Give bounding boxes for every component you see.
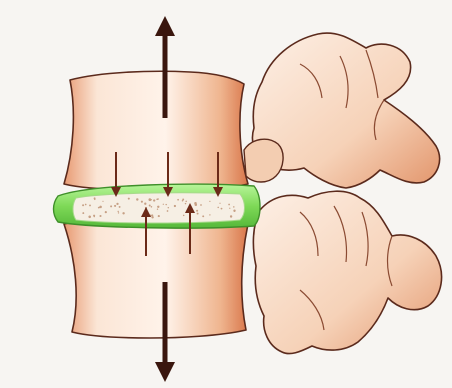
disc-dot (174, 205, 176, 207)
disc-dot (116, 203, 118, 205)
disc-dot (141, 201, 143, 203)
disc-dot (99, 215, 101, 217)
disc-dot (151, 216, 153, 218)
disc-dot (122, 212, 124, 214)
disc-dot (82, 212, 84, 214)
disc-dot (183, 215, 185, 217)
disc-dot (117, 211, 118, 212)
disc-dot (118, 212, 119, 213)
disc-dot (165, 204, 166, 205)
disc-dot (149, 198, 152, 201)
upper-vertebral-body (64, 71, 248, 190)
disc-dot (149, 205, 151, 207)
disc-dot (221, 208, 223, 210)
disc-dot (177, 199, 179, 201)
disc-dot (88, 216, 91, 219)
disc-dot (233, 206, 235, 208)
intervertebral-disc (54, 184, 261, 228)
disc-dot (85, 204, 87, 206)
disc-dot (158, 215, 160, 217)
disc-dot (156, 198, 158, 200)
disc-dot (230, 215, 232, 217)
disc-dot (94, 216, 96, 218)
disc-dot (105, 211, 107, 213)
disc-dot (102, 201, 103, 202)
disc-dot (157, 209, 158, 210)
disc-dot (110, 205, 112, 207)
lower-vertebral-body (64, 218, 248, 338)
disc-dot (144, 203, 146, 205)
disc-dot (82, 204, 84, 206)
posterior-processes (244, 33, 442, 354)
disc-dot (168, 207, 169, 208)
disc-dot (151, 214, 153, 216)
disc-dot (145, 207, 147, 209)
pedicle-connector (244, 139, 283, 182)
disc-dot (196, 210, 198, 212)
disc-dot (209, 214, 210, 215)
disc-dot (219, 203, 220, 204)
disc-dot (99, 206, 102, 209)
disc-dot (89, 204, 91, 206)
disc-dot (98, 207, 100, 209)
disc-dot (229, 208, 230, 209)
disc-dot (94, 199, 95, 200)
disc-dot (182, 200, 184, 202)
disc-dot (228, 204, 230, 206)
lower-spinous-process (253, 191, 441, 353)
disc-dot (149, 214, 151, 216)
disc-dot (136, 198, 138, 200)
disc-dot (151, 206, 153, 208)
disc-dot (234, 210, 235, 211)
disc-dot (195, 204, 198, 207)
disc-dot (192, 210, 194, 212)
disc-dot (200, 204, 202, 206)
disc-dot (157, 206, 159, 208)
disc-dot (202, 215, 204, 217)
disc-dot (217, 207, 219, 209)
disc-dot (197, 213, 199, 215)
disc-dot (185, 203, 186, 204)
disc-dot (119, 206, 121, 208)
disc-dot (185, 201, 186, 202)
disc-dot (128, 198, 130, 200)
disc-dot (163, 204, 164, 205)
disc-dot (167, 210, 169, 212)
disc-dot (114, 205, 116, 207)
disc-dot (209, 201, 210, 202)
disc-dot (153, 199, 155, 201)
